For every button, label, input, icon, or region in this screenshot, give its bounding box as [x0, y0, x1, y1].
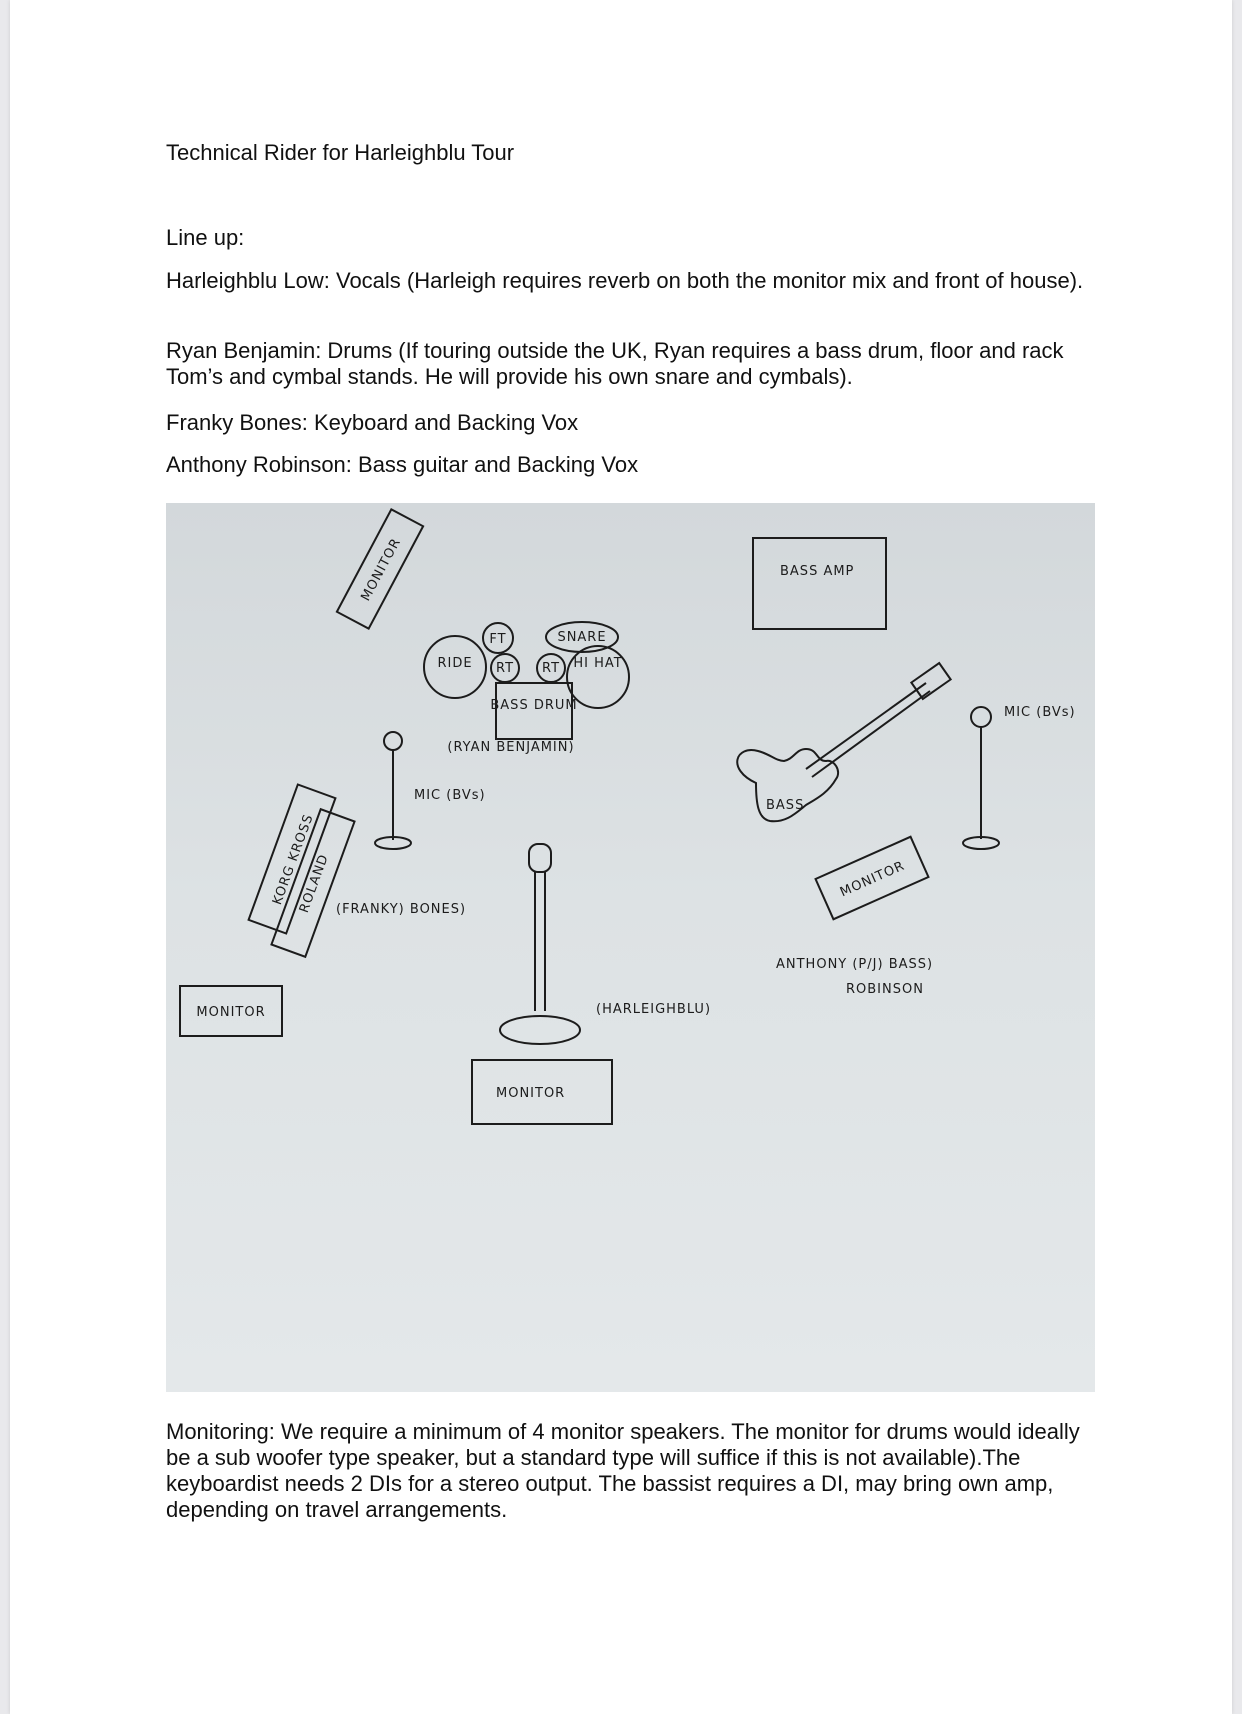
bass-drum-label: BASS DRUM	[490, 698, 577, 713]
drummer-label: (RYAN BENJAMIN)	[447, 740, 574, 755]
bass-amp: BASS AMP	[752, 537, 887, 630]
lineup-item-bass: Anthony Robinson: Bass guitar and Backin…	[166, 452, 639, 477]
snare-drum	[545, 621, 619, 653]
monitor-left-label: MONITOR	[196, 1005, 265, 1020]
monitor-center: MONITOR	[471, 1059, 613, 1125]
monitor-drums-label: MONITOR	[358, 536, 404, 604]
franky-label: (FRANKY) BONES)	[336, 902, 466, 917]
floor-tom	[482, 622, 514, 654]
lineup-item-keyboard: Franky Bones: Keyboard and Backing Vox	[166, 410, 579, 435]
bass-guitar: BASS	[736, 661, 953, 823]
monitor-left: MONITOR	[179, 985, 283, 1037]
mic-bvs-right: MIC (BVs)	[962, 705, 1076, 850]
bass-amp-label: BASS AMP	[780, 564, 854, 579]
mic-bvs-left: MIC (BVs)	[374, 731, 486, 850]
snare-label: SNARE	[557, 630, 606, 645]
mic-lead-vocal: (HARLEIGHBLU)	[499, 843, 711, 1045]
monitor-drums: MONITOR	[335, 507, 425, 631]
monitor-center-label: MONITOR	[496, 1086, 565, 1101]
document-page: Technical Rider for Harleighblu Tour Lin…	[10, 0, 1232, 1714]
stage-plot-drawing: MONITOR RIDE FT RT RT SNARE HI HAT BASS …	[166, 503, 1095, 1392]
anthony-label: ANTHONY (P/J) BASS)	[776, 957, 933, 972]
harleighblu-label: (HARLEIGHBLU)	[596, 1002, 711, 1017]
ride-label: RIDE	[437, 656, 472, 671]
drum-kit: RIDE FT RT RT SNARE HI HAT BASS DRUM (RY…	[423, 621, 630, 755]
rt2-label: RT	[542, 661, 560, 676]
mic-right-label: MIC (BVs)	[1004, 705, 1076, 720]
bass-guitar-label: BASS	[766, 798, 804, 813]
document-title: Technical Rider for Harleighblu Tour	[166, 140, 515, 165]
rt1-label: RT	[496, 661, 514, 676]
monitor-right: MONITOR	[814, 835, 930, 921]
hi-hat	[566, 645, 630, 709]
bass-drum	[495, 682, 573, 740]
lineup-heading: Line up:	[166, 225, 245, 250]
robinson-label: ROBINSON	[846, 982, 924, 997]
ft-label: FT	[489, 632, 506, 647]
stage-plot-svg: MONITOR RIDE FT RT RT SNARE HI HAT BASS …	[179, 507, 1076, 1125]
mic-left-label: MIC (BVs)	[414, 788, 486, 803]
lineup-item-vocals: Harleighblu Low: Vocals (Harleigh requir…	[166, 268, 1084, 293]
ride-cymbal	[423, 635, 487, 699]
lineup-item-drums: Ryan Benjamin: Drums (If touring outside…	[166, 338, 1064, 389]
monitoring-paragraph: Monitoring: We require a minimum of 4 mo…	[166, 1419, 1080, 1522]
hi-hat-label: HI HAT	[573, 656, 622, 671]
